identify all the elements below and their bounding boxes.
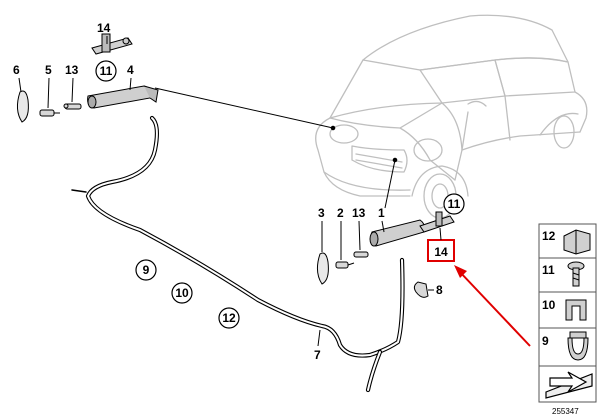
part-2-nozzle bbox=[335, 261, 355, 269]
part-13-nozzle bbox=[63, 103, 82, 110]
part-14-bracket bbox=[419, 211, 455, 233]
car-illustration bbox=[315, 14, 588, 219]
callout-8: 8 bbox=[436, 283, 443, 297]
legend-label-9: 9 bbox=[542, 334, 549, 348]
legend-panel: 12 11 10 9 bbox=[538, 223, 597, 403]
legend-label-11: 11 bbox=[542, 263, 555, 277]
washer-hoses bbox=[71, 115, 405, 393]
callout-9: 9 bbox=[143, 263, 150, 277]
part-6-cover bbox=[16, 90, 29, 123]
callout-12: 12 bbox=[222, 311, 236, 325]
callout-13-mid: 13 bbox=[352, 206, 366, 220]
callout-10: 10 bbox=[175, 286, 189, 300]
part-14-top-bracket bbox=[91, 33, 133, 55]
callout-2: 2 bbox=[337, 206, 344, 220]
callout-1: 1 bbox=[378, 206, 385, 220]
callout-circle-11-top bbox=[95, 60, 117, 82]
legend-row-11 bbox=[538, 257, 597, 293]
callout-5: 5 bbox=[45, 63, 52, 77]
callout-13-top: 13 bbox=[65, 63, 79, 77]
part-8-clip bbox=[413, 281, 429, 298]
callout-4: 4 bbox=[127, 63, 134, 77]
part-4-cylinder bbox=[87, 85, 159, 109]
diagram-number: 255347 bbox=[552, 407, 579, 416]
callout-7: 7 bbox=[314, 348, 321, 362]
part-5-nozzle bbox=[39, 109, 60, 117]
callout-11-top: 11 bbox=[100, 64, 113, 78]
callout-labels: 14 6 5 13 11 4 9 10 12 7 3 2 13 1 11 8 bbox=[13, 21, 465, 362]
callout-6: 6 bbox=[13, 63, 20, 77]
leader-lines bbox=[154, 87, 398, 209]
part-3-cover bbox=[316, 252, 329, 285]
part-1-cylinder bbox=[369, 219, 425, 247]
callout-circle-12 bbox=[218, 307, 240, 329]
arrow-key-icon bbox=[545, 371, 593, 399]
callout-circle-9 bbox=[135, 259, 157, 281]
callout-3: 3 bbox=[318, 206, 325, 220]
callout-14-highlight: 14 bbox=[434, 245, 448, 259]
callout-11-mid: 11 bbox=[448, 197, 461, 211]
legend-label-10: 10 bbox=[542, 298, 556, 312]
part-13-mid-nozzle bbox=[353, 251, 369, 258]
callout-circle-10 bbox=[171, 282, 193, 304]
legend-label-12: 12 bbox=[542, 229, 556, 243]
callout-circle-11-mid bbox=[443, 193, 465, 215]
screw-icon bbox=[567, 261, 585, 287]
red-arrow bbox=[454, 265, 531, 347]
callout-14-top: 14 bbox=[97, 21, 111, 35]
clip-icon bbox=[565, 299, 587, 321]
bracket-icon bbox=[563, 229, 591, 255]
hose-clamp-icon bbox=[567, 331, 589, 361]
